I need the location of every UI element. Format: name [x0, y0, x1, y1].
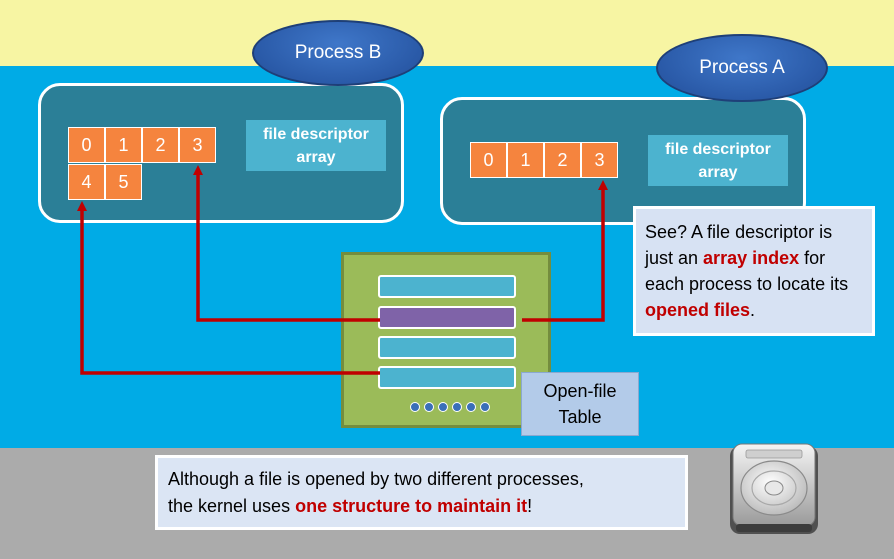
- bottom-note-text: !: [527, 496, 533, 516]
- process-a-fd-cell: 0: [470, 142, 507, 178]
- process-b-fd-cell: 4: [68, 164, 105, 200]
- open-file-table-label: Open-file Table: [521, 372, 639, 436]
- process-b-title: Process B: [294, 42, 382, 63]
- ellipsis-dot: [466, 402, 476, 412]
- process-a-title: Process A: [699, 57, 785, 78]
- explanation-note: See? A file descriptor is just an array …: [633, 206, 875, 336]
- bottom-note-highlight: one structure to maintain it: [295, 496, 528, 516]
- hard-disk-icon: [730, 443, 818, 534]
- note-text: .: [750, 300, 756, 320]
- table-entry: [378, 336, 516, 359]
- process-b-fd-cell: 0: [68, 127, 105, 163]
- note-text: for each process to locate its: [645, 248, 849, 294]
- note-highlight: array index: [703, 248, 800, 268]
- ellipsis-dot: [410, 402, 420, 412]
- bottom-note-line1: Although a file is opened by two differe…: [168, 469, 584, 489]
- table-entry: [378, 366, 516, 389]
- ellipsis-dot: [424, 402, 434, 412]
- process-a-fd-cell: 2: [544, 142, 581, 178]
- bottom-note-line2: the kernel uses one structure to maintai…: [168, 493, 685, 520]
- ellipsis-dot: [480, 402, 490, 412]
- bottom-note-text: the kernel uses: [168, 496, 296, 516]
- table-entry: [378, 275, 516, 298]
- process-b-oval: Process B: [252, 20, 424, 86]
- process-a-fd-cell: 3: [581, 142, 618, 178]
- note-highlight: opened files: [645, 300, 751, 320]
- process-a-fd-label: file descriptor array: [648, 135, 788, 186]
- process-b-fd-cell: 1: [105, 127, 142, 163]
- process-b-fd-cell: 5: [105, 164, 142, 200]
- ellipsis-dot: [438, 402, 448, 412]
- ellipsis-dot: [452, 402, 462, 412]
- process-a-oval: Process A: [656, 34, 828, 102]
- table-entry-shared: [378, 306, 516, 329]
- process-b-fd-cell: 2: [142, 127, 179, 163]
- bottom-note: Although a file is opened by two differe…: [155, 455, 688, 530]
- process-b-fd-label: file descriptor array: [246, 120, 386, 171]
- process-a-fd-cell: 1: [507, 142, 544, 178]
- note-text: See? A file descriptor is just an: [645, 222, 833, 268]
- process-b-fd-cell: 3: [179, 127, 216, 163]
